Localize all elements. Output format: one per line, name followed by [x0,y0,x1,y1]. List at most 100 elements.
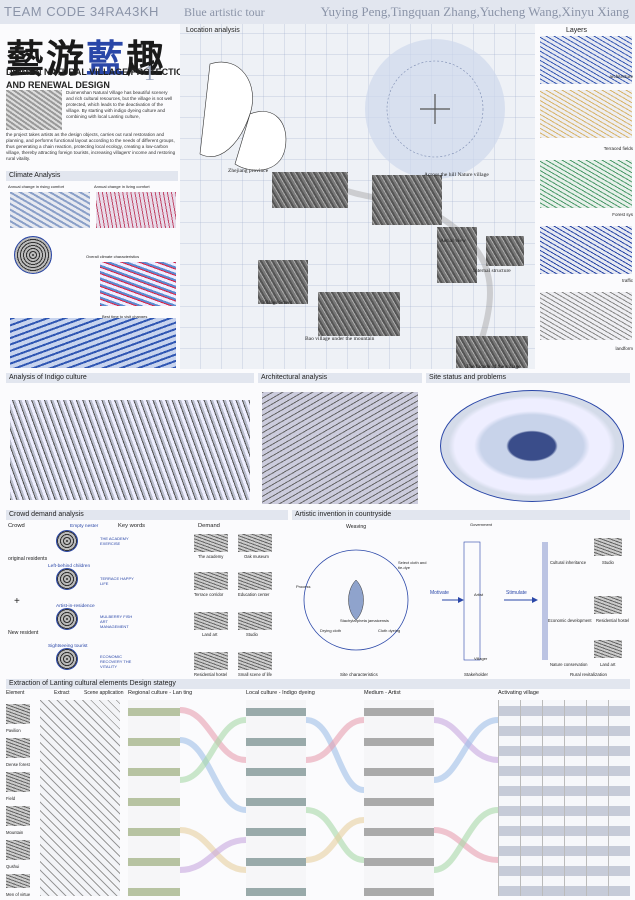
element-label-3: Mountain [6,830,24,835]
revital-thumb-studio [594,538,622,556]
map-label-province: Zhejiang province [228,168,269,174]
crowd-new-resident: New resident [8,630,39,636]
climate-section-header: Climate Analysis [6,171,178,181]
map-label-aerial: Aerial view [440,238,466,244]
crowd-keyword-1: TERRACE HAPPY LIFE [100,576,134,586]
authors: Yuying Peng,Tingquan Zhang,Yucheng Wang,… [320,4,629,19]
demand-thumb-landart [194,612,228,630]
crowd-col-crowd: Crowd [8,523,25,529]
role-government: Government [470,522,493,527]
site-status-section-header: Site status and problems [426,373,630,383]
element-label-5: Men of virtue [6,892,31,897]
process-process: Process [296,584,311,589]
demand-thumb-studio [238,612,272,630]
element-label-0: Pavilion [6,728,21,733]
crowd-node-tourist [56,648,78,670]
layer-architecture-graphic [540,36,632,84]
extraction-col-extract: Extract [54,690,70,696]
role-villager: Villager [474,656,488,661]
site-status-ring-graphic [440,390,624,502]
sankey-flows [180,707,499,873]
demand-thumb-academy [194,534,228,552]
activating-village-grid [498,700,630,896]
climate-label-a: Annual change in rising comfort [8,184,65,189]
project-subtitle: DUIMEN NATURAL VILLAGE PROTECTION AND RE… [6,67,190,90]
element-thumb-pavilion [6,704,30,724]
process-center-plant: Stachytarpheta jamaicensis [340,618,389,623]
layer-label-traffic: traffic [622,278,633,283]
crowd-section-header: Crowd demand analysis [6,510,288,520]
motivate-label: Motivate [430,590,449,596]
revital-out-1: Cultural inheritance [550,560,587,565]
layers-section-header: Layers [566,27,588,34]
village-photo [372,175,442,225]
crowd-plus: + [14,596,20,607]
revital-out-2: Studio [602,560,614,565]
extraction-section-header: Extraction of Lanting cultural elements … [6,679,630,689]
element-thumb-mountain [6,806,30,826]
revital-thumb-landart [594,640,622,658]
architectural-analysis-graphic [262,392,418,504]
element-thumb-qushui [6,840,30,860]
process-drying: Drying cloth [320,628,342,633]
extract-scene-sketches [40,700,120,896]
extraction-col-element: Element [6,690,25,696]
crowd-group-2: Artist-in-residence [56,604,95,609]
layer-traffic-graphic [540,226,632,274]
role-artist: Artist [474,592,484,597]
layer-label-terraced: Terraced fields [603,146,633,151]
process-weaving: Weaving [346,524,367,530]
indigo-section-header: Analysis of Indigo culture [6,373,254,383]
crowd-keyword-2: MULBERRY FISH ART MANAGEMENT [100,614,133,629]
layer-label-forest: Forest sys [612,212,633,217]
element-thumb-men [6,874,30,888]
map-label-across: Across the hill Nature village [424,172,489,178]
process-cloth-dyeing: Cloth dyeing [378,628,401,633]
tour-title: Blue artistic tour [184,5,265,19]
crowd-node-left-behind [56,568,78,590]
intro-paragraph-1: Duimenshan Natural Village has beautiful… [66,90,173,119]
climate-radial-chart [14,236,52,274]
facade-photo [456,336,528,368]
map-label-facade: The facade of the village [466,364,521,370]
chinese-title: 藝游藍趣 [6,36,167,81]
intro-paragraph-2: the project takes artists as the design … [6,132,176,161]
revital-out-5: Nature conservation [550,662,588,667]
site-characteristics-label: Site characteristics [340,672,378,677]
climate-label-c: Overall climate characteristics [86,254,140,259]
climate-label-d: Best time to visit changes [102,314,148,319]
revital-out-6: Land art [600,662,616,667]
climate-label-b: Annual change in living comfort [94,184,150,189]
map-label-bao: Bao village under the mountain [305,336,375,342]
internal-structure-photo [486,236,524,266]
climate-chart-b [96,192,176,228]
climate-contour-map [100,262,176,306]
demand-label-5: Studio [246,632,258,637]
demand-label-1: Oak museum [244,554,269,559]
medium-artist-column [364,700,434,896]
climate-flow-map [10,318,176,368]
extraction-col-activating: Activating village [498,690,539,696]
extraction-col-local: Local culture - Indigo dyeing [246,690,315,696]
artistic-section-header: Artistic invention in countryside [292,510,630,520]
header-bar [0,0,635,24]
extraction-col-scene: Scene application [84,690,124,696]
crowd-node-empty-nester [56,530,78,552]
architectural-section-header: Architectural analysis [258,373,422,383]
revital-thumb-hostel [594,596,622,614]
indigo-analysis-graphic [10,400,250,500]
demand-thumb-scene [238,652,272,670]
extraction-col-regional: Regional culture - Lan ting [128,690,193,696]
revital-out-4: Residential hostel [596,618,630,623]
village-street-photo [258,260,308,304]
page-number: 1 [144,60,155,85]
element-thumb-forest [6,738,30,758]
demand-label-4: Land art [202,632,218,637]
crowd-col-demand: Demand [198,523,220,529]
crowd-keyword-0: THE ACADEMY EXERCISE [100,536,129,546]
regional-culture-column [128,700,180,896]
aerial-photo-top [272,172,348,208]
demand-label-2: Terrace corridor [194,592,224,597]
layer-label-architecture: architecture [609,74,633,79]
crowd-original-residents: original residents [8,556,48,562]
